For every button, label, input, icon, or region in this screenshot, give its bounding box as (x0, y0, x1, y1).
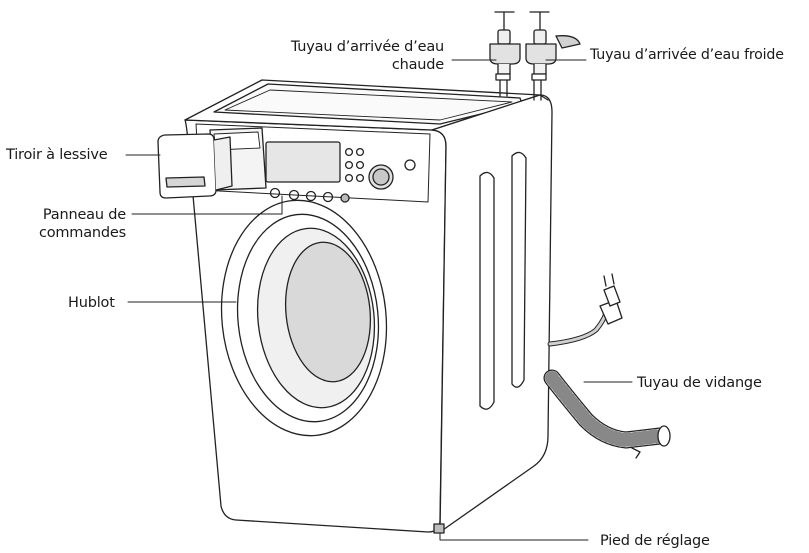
side-groove (511, 151, 527, 388)
label-hot-water-hose: Tuyau d’arrivée d’eau chaude (291, 38, 444, 74)
label-hot-water-hose-line2: chaude (391, 57, 444, 73)
label-detergent-drawer: Tiroir à lessive (6, 147, 108, 163)
power-button (404, 159, 416, 171)
power-cord (547, 273, 623, 347)
display-screen (265, 141, 341, 183)
label-control-panel-line2: commandes (38, 225, 126, 241)
label-control-panel-line1: Panneau de (42, 207, 126, 223)
detergent-drawer (157, 127, 267, 199)
panel-button (344, 173, 354, 183)
leader-line-panel (131, 195, 283, 215)
label-hot-water-hose-line1: Tuyau d’arrivée d’eau (290, 39, 444, 55)
door (220, 199, 388, 437)
label-cold-water-hose: Tuyau d’arrivée d’eau froide (590, 47, 784, 63)
leader-lines (125, 59, 633, 541)
side-groove (479, 171, 495, 410)
label-door: Hublot (68, 295, 115, 311)
panel-button (344, 160, 354, 170)
panel-button (355, 173, 365, 183)
panel-button (344, 147, 354, 157)
label-adjustable-foot: Pied de réglage (600, 533, 710, 549)
panel-button (305, 190, 317, 202)
panel-button (322, 191, 334, 203)
panel-button (340, 193, 350, 203)
panel-button (355, 160, 365, 170)
water-taps (489, 11, 581, 101)
panel-button (288, 189, 300, 201)
leader-line-foot (439, 532, 589, 541)
door-glass (284, 241, 372, 383)
drain-hose (543, 369, 671, 459)
label-drain-hose: Tuyau de vidange (637, 375, 762, 391)
panel-button (355, 147, 365, 157)
label-control-panel: Panneau de commandes (39, 206, 126, 242)
adjustable-foot (433, 523, 445, 534)
panel-button (269, 187, 281, 199)
